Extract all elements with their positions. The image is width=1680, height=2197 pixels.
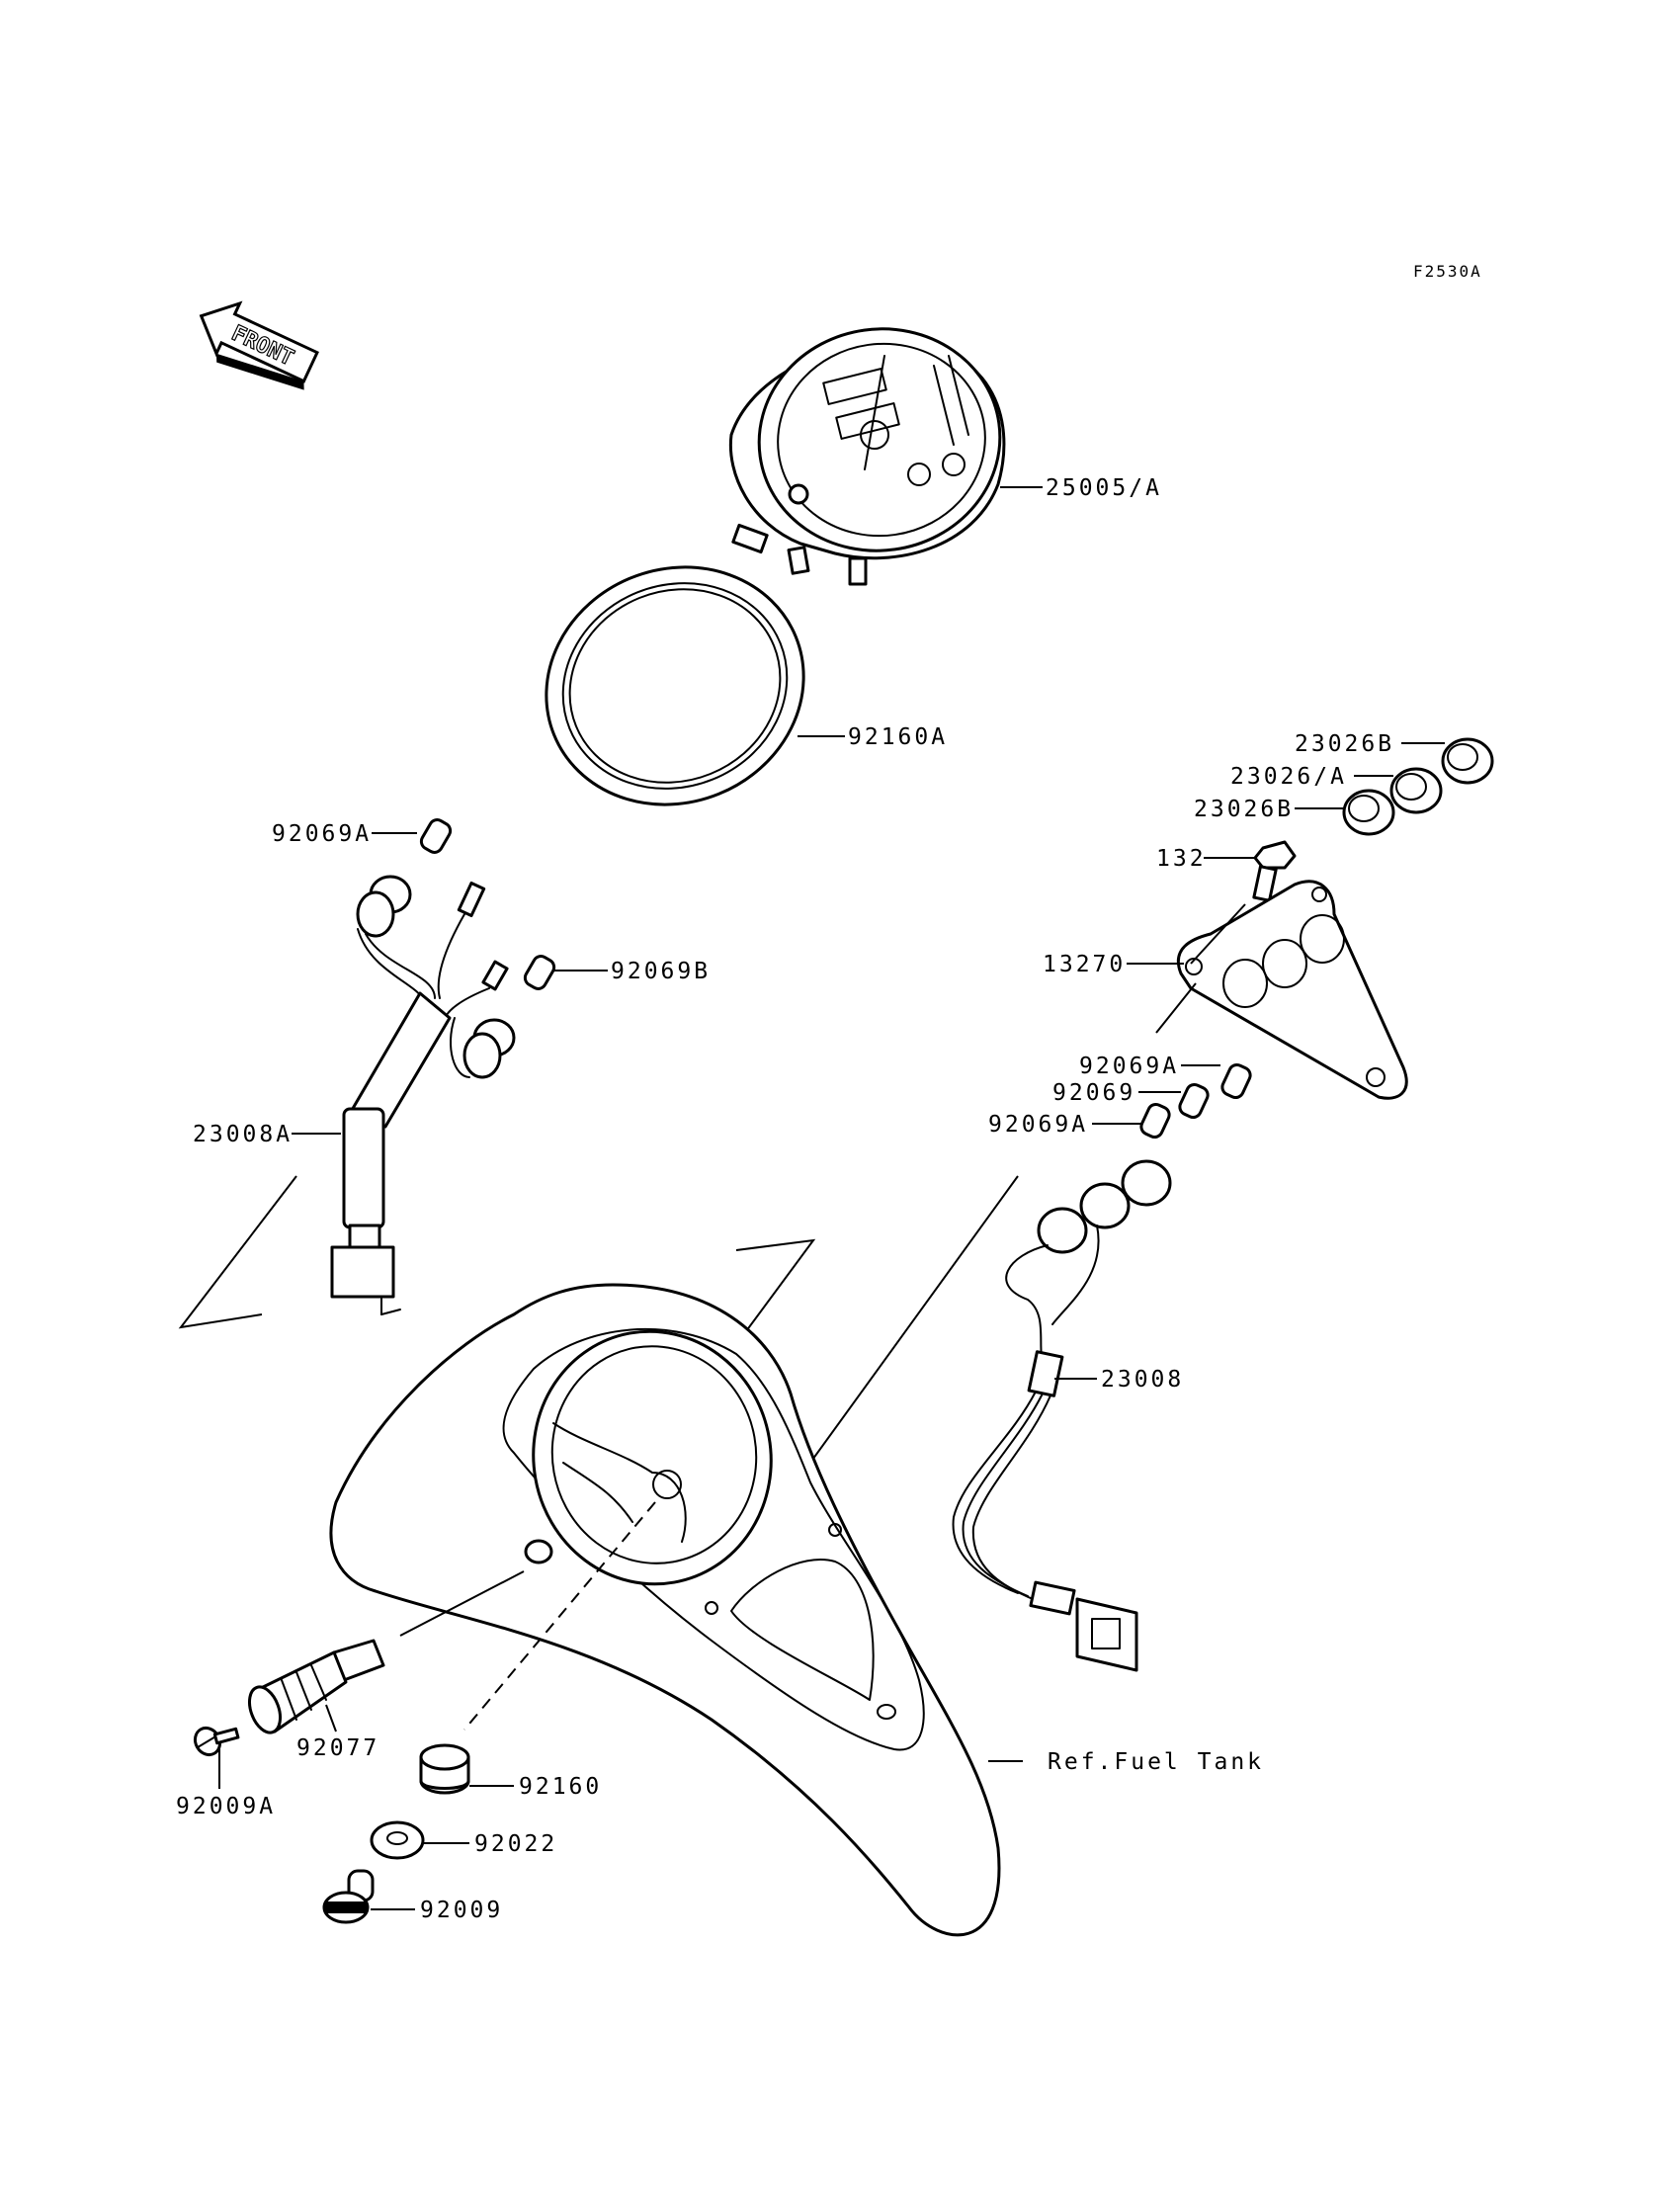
- indicator-cap-top[interactable]: [1441, 737, 1494, 785]
- front-arrow-icon: FRONT: [199, 300, 319, 390]
- indicator-cap-middle[interactable]: [1389, 767, 1443, 814]
- indicator-cap-bottom[interactable]: [1342, 789, 1395, 836]
- right-bulb-top[interactable]: [1219, 1062, 1252, 1100]
- bolt[interactable]: [1252, 840, 1297, 902]
- part-label-left-harness: 23008A: [193, 1122, 293, 1147]
- small-screw[interactable]: [191, 1724, 240, 1759]
- part-label-meter-ring: 92160A: [848, 724, 948, 750]
- part-label-bolt: 132: [1156, 846, 1207, 872]
- part-label-cap-bottom: 23026B: [1194, 797, 1294, 822]
- left-wire-harness[interactable]: [330, 875, 516, 1315]
- meter-ring[interactable]: [510, 529, 839, 843]
- part-label-small-screw: 92009A: [176, 1794, 276, 1819]
- left-bulb-top[interactable]: [418, 817, 453, 856]
- part-label-screw: 92009: [420, 1898, 503, 1923]
- part-label-right-bulb-bottom: 92069A: [988, 1112, 1088, 1138]
- screw[interactable]: [322, 1869, 375, 1924]
- part-label-right-bulb-middle: 92069: [1052, 1080, 1135, 1106]
- part-label-cable-bushing: 92077: [296, 1735, 379, 1761]
- washer[interactable]: [370, 1820, 425, 1860]
- meter-bracket[interactable]: [1176, 880, 1408, 1100]
- left-bulb-lower[interactable]: [522, 954, 556, 992]
- right-wire-harness[interactable]: [952, 1159, 1172, 1672]
- part-label-left-bulb-top: 92069A: [272, 821, 372, 847]
- grommet[interactable]: [419, 1743, 470, 1795]
- part-label-left-bulb-lower: 92069B: [611, 959, 711, 984]
- part-label-meter: 25005/A: [1046, 475, 1162, 501]
- part-label-grommet: 92160: [519, 1774, 602, 1800]
- part-label-washer: 92022: [474, 1831, 557, 1857]
- part-label-bracket: 13270: [1043, 952, 1126, 977]
- speedometer[interactable]: [728, 313, 1014, 586]
- part-label-right-bulb-top: 92069A: [1079, 1054, 1179, 1079]
- part-label-cap-middle: 23026/A: [1230, 764, 1347, 790]
- part-label-cap-top: 23026B: [1295, 731, 1394, 757]
- right-bulb-bottom[interactable]: [1138, 1102, 1171, 1140]
- reference-label-fuel-tank: Ref.Fuel Tank: [1048, 1749, 1264, 1775]
- figure-code: F2530A: [1413, 262, 1482, 281]
- cable-bushing[interactable]: [244, 1639, 385, 1736]
- fuel-tank-panel: [329, 1283, 1001, 1937]
- right-bulb-middle[interactable]: [1177, 1082, 1210, 1120]
- part-label-right-harness: 23008: [1101, 1367, 1184, 1393]
